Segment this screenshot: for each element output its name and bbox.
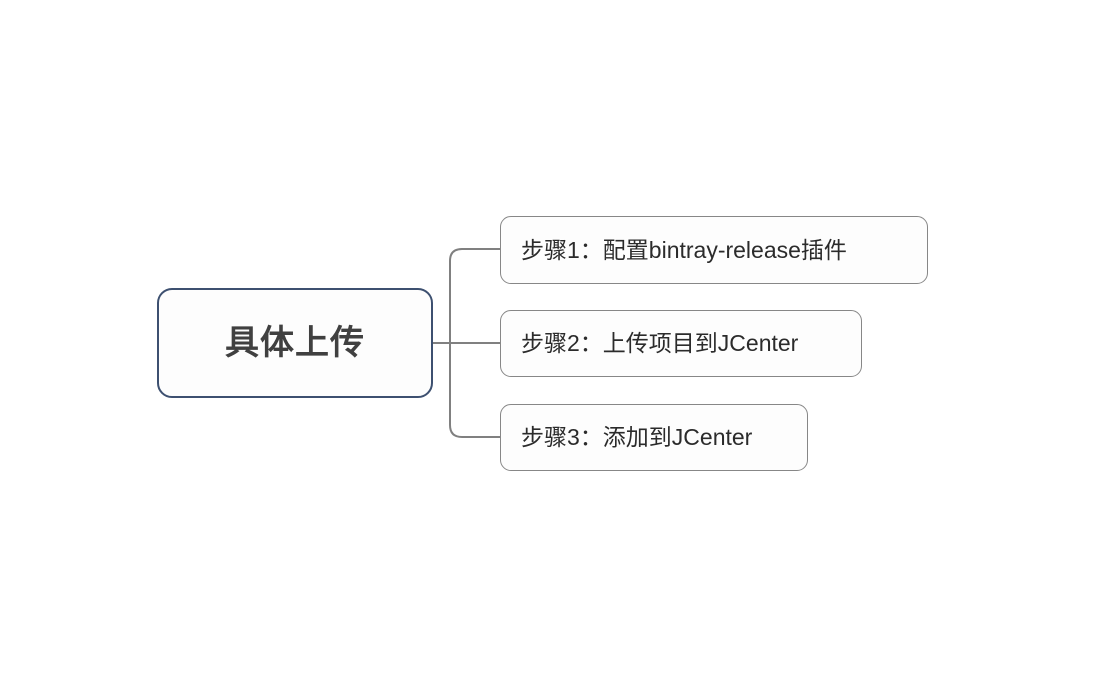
child-node-label: 步骤3：添加到JCenter: [521, 424, 753, 450]
mindmap-child-node-step3[interactable]: 步骤3：添加到JCenter: [500, 404, 808, 471]
mindmap-child-node-step1[interactable]: 步骤1：配置bintray-release插件: [500, 216, 928, 284]
mindmap-child-node-step2[interactable]: 步骤2：上传项目到JCenter: [500, 310, 862, 377]
child-node-label: 步骤1：配置bintray-release插件: [521, 236, 847, 263]
connector-branch-2: [449, 343, 500, 438]
connector-branch-0: [449, 248, 500, 343]
root-node-label: 具体上传: [225, 324, 365, 362]
child-node-label: 步骤2：上传项目到JCenter: [521, 330, 799, 356]
mindmap-root-node[interactable]: 具体上传: [157, 288, 433, 398]
